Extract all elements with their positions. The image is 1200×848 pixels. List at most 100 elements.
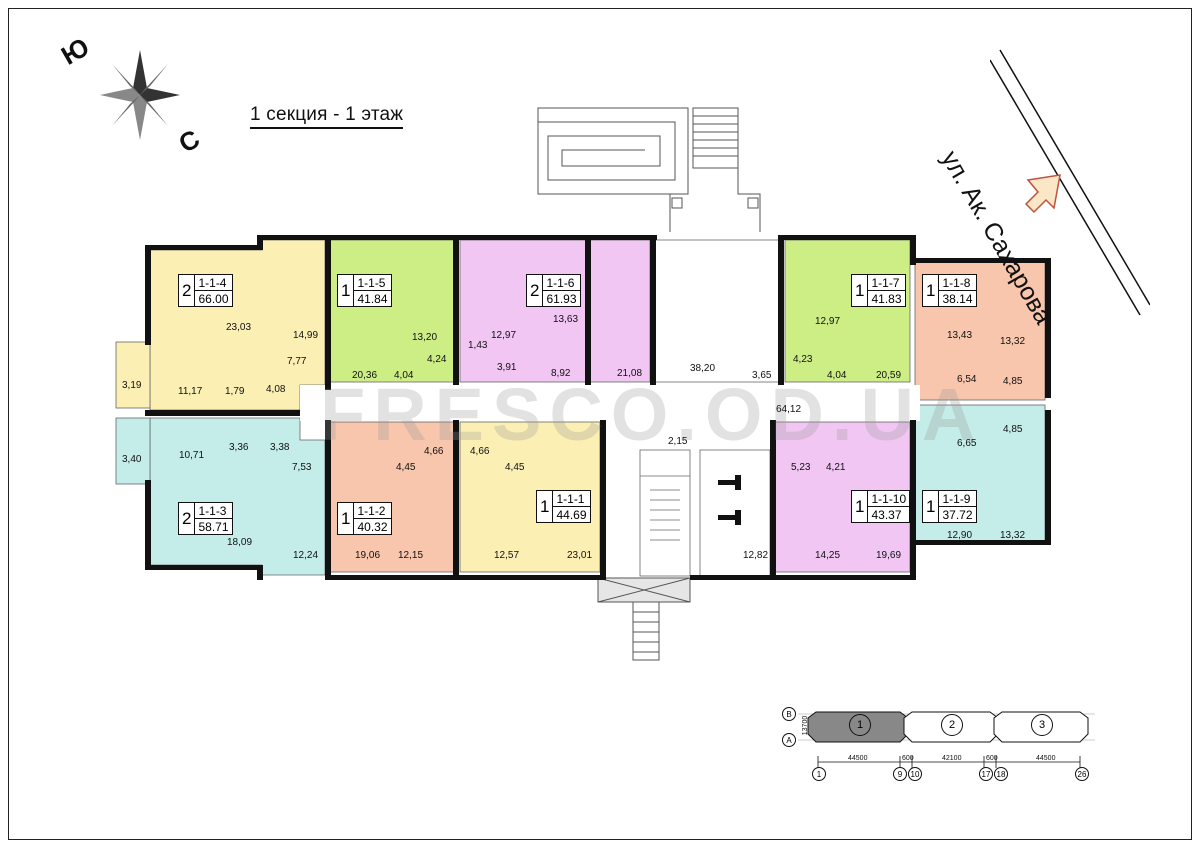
street-lines — [990, 49, 1150, 316]
apartment-area: 38.14 — [942, 292, 973, 306]
key-plan-section-3-label: 3 — [1031, 714, 1053, 736]
room-area-label: 7,77 — [287, 356, 307, 367]
room-area-label: 12,57 — [494, 550, 520, 561]
drawing-frame — [8, 8, 1192, 840]
room-area-label: 13,43 — [947, 330, 973, 341]
top-staircase — [537, 107, 761, 232]
room-count: 1 — [537, 491, 554, 522]
dimension: 44500 — [848, 755, 868, 762]
room-area-label: 4,21 — [826, 462, 846, 473]
room-area-label: 13,20 — [412, 332, 438, 343]
room-area-label: 19,69 — [876, 550, 902, 561]
room-count: 2 — [179, 503, 196, 534]
room-area-label: 1,79 — [225, 386, 245, 397]
walls — [145, 235, 1051, 580]
room-area-label: 21,08 — [617, 368, 643, 379]
room-area-label: 4,45 — [396, 462, 416, 473]
apartment-area: 44.69 — [556, 508, 587, 522]
apartment-1-1-2 — [329, 421, 456, 573]
apartment-code: 1-1-4 — [195, 275, 232, 291]
room-area-label: 23,01 — [567, 550, 593, 561]
room-area-label: 14,25 — [815, 550, 841, 561]
room-area-label: 4,45 — [505, 462, 525, 473]
room-area-label: 4,85 — [1003, 424, 1023, 435]
apartment-area: 40.32 — [357, 520, 388, 534]
dimension: 42100 — [942, 755, 962, 762]
room-area-label: 64,12 — [776, 404, 802, 415]
compass-rose-icon — [100, 50, 180, 140]
room-count: 1 — [338, 275, 355, 306]
apartment-code: 1-1-7 — [868, 275, 905, 291]
apartment-1-1-7 — [784, 239, 911, 383]
room-area-label: 4,66 — [470, 446, 490, 457]
apartment-card-1-1-2: 1 1-1-2 40.32 — [337, 502, 392, 535]
key-plan-section-1-label: 1 — [849, 714, 871, 736]
dimension: 600 — [902, 755, 914, 762]
apartment-area: 66.00 — [198, 292, 229, 306]
key-plan-section-2-label: 2 — [941, 714, 963, 736]
room-area-label: 11,17 — [178, 386, 203, 397]
room-area-label: 13,63 — [553, 314, 579, 325]
room-area-label: 4,24 — [427, 354, 447, 365]
dimension: 44500 — [1036, 755, 1056, 762]
axis-col: 18 — [994, 767, 1008, 781]
apartment-code: 1-1-3 — [195, 503, 232, 519]
room-area-label: 18,09 — [227, 537, 253, 548]
room-area-label: 3,40 — [122, 454, 142, 465]
room-area-label: 12,15 — [398, 550, 424, 561]
dimension: 600 — [986, 755, 998, 762]
room-area-label: 23,03 — [226, 322, 252, 333]
apartment-card-1-1-7: 1 1-1-7 41.83 — [851, 274, 906, 307]
room-area-label: 4,23 — [793, 354, 813, 365]
apartment-card-1-1-4: 2 1-1-4 66.00 — [178, 274, 233, 307]
room-area-label: 13,32 — [1000, 530, 1026, 541]
room-area-label: 6,54 — [957, 374, 977, 385]
apartment-code: 1-1-1 — [553, 491, 590, 507]
height-dimension: 13700 — [802, 715, 810, 736]
room-area-label: 3,36 — [229, 442, 249, 453]
axis-col: 10 — [908, 767, 922, 781]
room-area-label: 7,53 — [292, 462, 312, 473]
room-area-label: 10,71 — [179, 450, 205, 461]
room-area-label: 12,24 — [293, 550, 319, 561]
watermark: FRESCO.OD.UA — [320, 373, 984, 456]
room-area-label: 3,38 — [270, 442, 290, 453]
axis-col: 9 — [893, 767, 907, 781]
apartment-code: 1-1-9 — [939, 491, 976, 507]
apartment-card-1-1-1: 1 1-1-1 44.69 — [536, 490, 591, 523]
apartment-card-1-1-6: 2 1-1-6 61.93 — [526, 274, 581, 307]
apartment-area: 37.72 — [942, 508, 973, 522]
room-count: 1 — [923, 275, 940, 306]
room-area-label: 4,66 — [424, 446, 444, 457]
room-area-label: 20,59 — [876, 370, 902, 381]
apartment-area: 58.71 — [198, 520, 229, 534]
room-count: 1 — [338, 503, 355, 534]
room-count: 1 — [923, 491, 940, 522]
axis-col: 1 — [812, 767, 826, 781]
room-area-label: 8,92 — [551, 368, 571, 379]
room-area-label: 12,82 — [743, 550, 769, 561]
room-area-label: 5,23 — [791, 462, 811, 473]
apartment-code: 1-1-10 — [868, 491, 910, 507]
apartment-code: 1-1-8 — [939, 275, 976, 291]
room-area-label: 14,99 — [293, 330, 319, 341]
corridor — [300, 239, 920, 577]
apartment-code: 1-1-5 — [354, 275, 391, 291]
room-area-label: 2,15 — [668, 436, 688, 447]
bottom-entrance — [597, 577, 691, 661]
room-count: 1 — [852, 275, 869, 306]
room-area-label: 12,97 — [491, 330, 517, 341]
room-area-label: 12,90 — [947, 530, 973, 541]
apartment-card-1-1-5: 1 1-1-5 41.84 — [337, 274, 392, 307]
axis-row-a: А — [782, 733, 796, 747]
room-area-label: 13,32 — [1000, 336, 1026, 347]
apartment-code: 1-1-6 — [543, 275, 580, 291]
apartment-card-1-1-8: 1 1-1-8 38.14 — [922, 274, 977, 307]
key-plan — [798, 711, 1095, 768]
room-area-label: 4,04 — [827, 370, 847, 381]
room-area-label: 1,43 — [468, 340, 488, 351]
apartment-card-1-1-3: 2 1-1-3 58.71 — [178, 502, 233, 535]
room-area-label: 4,04 — [394, 370, 414, 381]
room-count: 2 — [527, 275, 544, 306]
plan-title: 1 секция - 1 этаж — [250, 104, 404, 129]
